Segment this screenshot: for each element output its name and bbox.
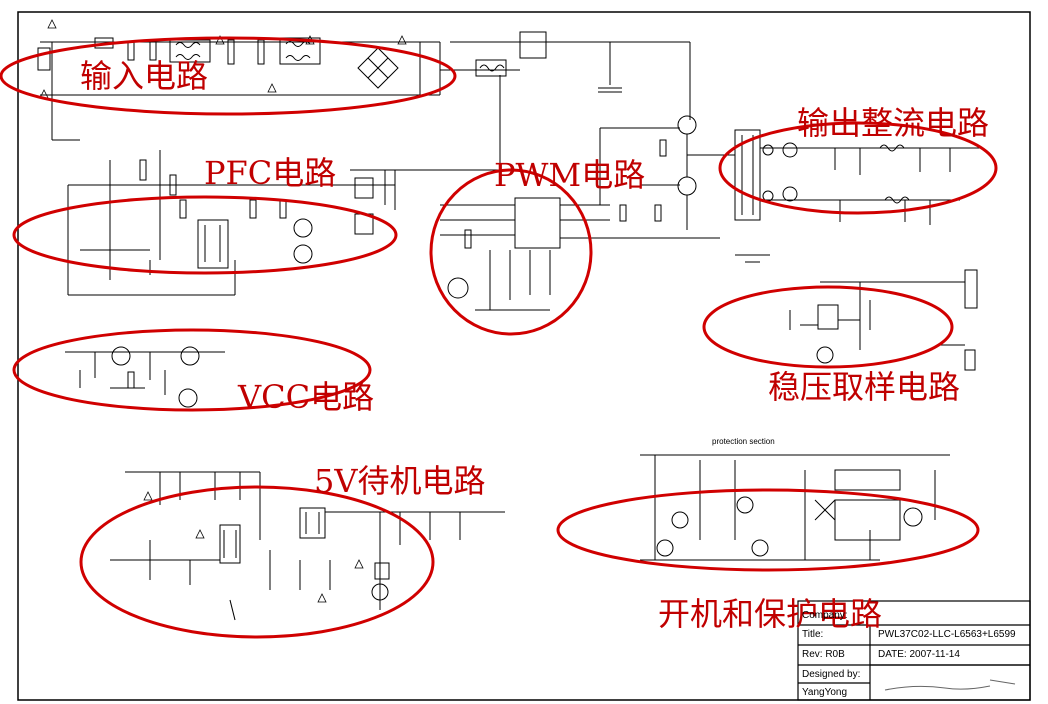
main-bus-lines [384,31,691,205]
annotation-ellipses [0,36,998,639]
ellipse-pfc [12,195,398,275]
ellipse-vcc [12,328,372,412]
annotation-vcc-label: VCC电路 [238,378,375,416]
title-block-frame [797,600,1031,701]
vcc-circuit-schematic [65,346,225,408]
title-block-designer: YangYong [802,687,848,698]
ellipse-protection [556,488,980,572]
annotation-regulation-label: 稳压取样电路 [768,368,961,406]
title-block-company: Company: [802,610,848,621]
half-bridge-mosfets [600,115,735,239]
ellipse-standby [79,485,435,639]
input-circuit-schematic [37,37,520,141]
annotation-pfc-label: PFC电路 [204,154,337,192]
regulation-sampling-schematic [789,269,978,371]
pwm-circuit-schematic [440,127,680,311]
annotation-pwm-label: PWM电路 [494,156,646,194]
ellipse-input [0,36,457,116]
ellipse-pwm [429,168,593,336]
ellipse-regulation [702,285,954,369]
title-block-date: DATE: 2007-11-14 [878,649,960,660]
sheet-border [17,11,1031,701]
output-rectifier-schematic [734,129,980,263]
annotation-protection-label: 开机和保护电路 [658,595,883,633]
annotation-input-label: 输入电路 [80,57,209,95]
annotation-output-rectifier-label: 输出整流电路 [797,104,990,142]
ellipse-output-rectifier [718,121,998,215]
signature-scribble [884,679,1016,691]
title-block-rev: Rev: R0B [802,649,845,660]
pfc-circuit-schematic [67,150,396,296]
title-block-designed-by: Designed by: [802,669,861,680]
title-block-title-label: Title: [802,629,824,640]
protection-circuit-schematic [640,454,950,561]
protection-section-label: protection section [712,437,775,446]
title-block-title-value: PWL37C02-LLC-L6563+L6599 [878,629,1016,640]
annotation-standby-label: 5V待机电路 [314,462,486,500]
standby-warning-icons [143,491,364,603]
